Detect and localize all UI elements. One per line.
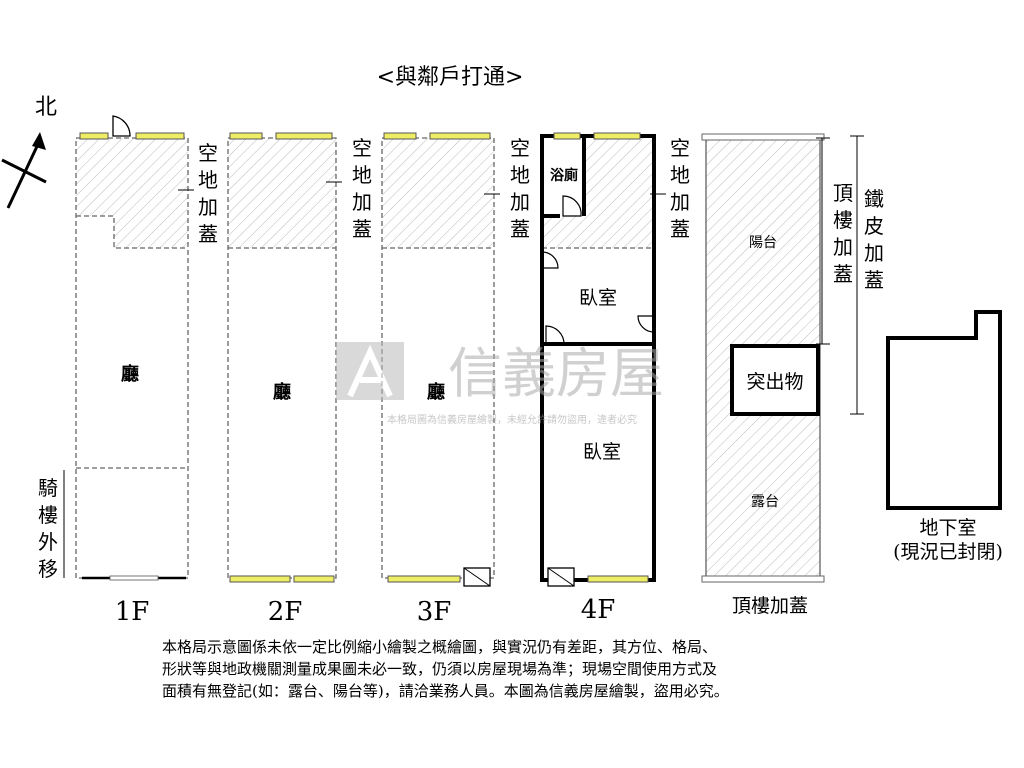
svg-text:加: 加 bbox=[198, 195, 218, 219]
3f-hall-label: 廳 bbox=[427, 381, 445, 403]
watermark-brand: 信義房屋 bbox=[448, 342, 664, 405]
roof-label: 頂樓加蓋 bbox=[732, 595, 808, 617]
svg-text:蓋: 蓋 bbox=[864, 268, 884, 292]
svg-text:騎: 騎 bbox=[38, 476, 58, 500]
svg-text:蓋: 蓋 bbox=[198, 222, 218, 246]
svg-text:空: 空 bbox=[510, 136, 530, 160]
disclaimer-line: 形狀等與地政機關測量成果圖未必一致，仍須以房屋現場為準；現場空間使用方式及 bbox=[162, 660, 718, 678]
floor-4f: 浴廁 臥室 臥室 空 地 加 蓋 4F bbox=[540, 132, 690, 625]
2f-label: 2F bbox=[268, 597, 303, 627]
svg-text:地: 地 bbox=[510, 163, 530, 187]
disclaimer-line: 面積有無登記(如：露台、陽台等)，請洽業務人員。本圖為信義房屋繪製，盜用必究。 bbox=[162, 682, 729, 700]
svg-text:頂: 頂 bbox=[833, 181, 853, 205]
north-arrow-icon: 北 bbox=[1, 95, 57, 209]
diagram-title: <與鄰戶打通> bbox=[377, 65, 524, 90]
1f-hall-label: 廳 bbox=[121, 363, 139, 385]
svg-text:樓: 樓 bbox=[833, 208, 853, 232]
floor-3f: 廳 空 地 加 蓋 3F bbox=[381, 132, 530, 627]
svg-text:空: 空 bbox=[198, 141, 218, 165]
svg-text:地: 地 bbox=[352, 163, 372, 187]
roof-protrusion-box bbox=[730, 344, 820, 416]
1f-extension-hatch bbox=[76, 138, 188, 248]
roof-terrace-label: 露台 bbox=[751, 494, 779, 510]
4f-door-icon bbox=[541, 251, 559, 269]
3f-stair-icon bbox=[463, 567, 491, 587]
svg-text:蓋: 蓋 bbox=[833, 262, 853, 286]
4f-label: 4F bbox=[581, 595, 616, 625]
svg-text:皮: 皮 bbox=[864, 214, 884, 238]
watermark-notice: 本格局圖為信義房屋繪製，未經允許請勿盜用，違者必究 bbox=[387, 413, 637, 426]
watermark: 信義房屋 本格局圖為信義房屋繪製，未經允許請勿盜用，違者必究 bbox=[336, 342, 664, 426]
svg-text:樓: 樓 bbox=[38, 503, 58, 527]
svg-text:加: 加 bbox=[670, 190, 690, 214]
4f-bedroom1-label: 臥室 bbox=[579, 287, 617, 309]
basement-label: 地下室 bbox=[919, 517, 976, 539]
4f-stair-icon bbox=[547, 567, 575, 587]
svg-text:蓋: 蓋 bbox=[352, 217, 372, 241]
svg-text:地: 地 bbox=[670, 163, 690, 187]
2f-extension-hatch bbox=[228, 138, 336, 248]
3f-label: 3F bbox=[417, 597, 452, 627]
svg-text:外: 外 bbox=[38, 530, 58, 554]
svg-text:地: 地 bbox=[198, 168, 218, 192]
disclaimer-line: 本格局示意圖係未依一定比例縮小繪製之概繪圖，與實況仍有差距，其方位、格局、 bbox=[162, 638, 718, 656]
svg-text:加: 加 bbox=[864, 241, 884, 265]
svg-text:移: 移 bbox=[38, 557, 58, 581]
floor-basement: 地下室 (現況已封閉) bbox=[886, 310, 1003, 563]
floor-roof: 突出物 陽台 露台 頂 樓 加 蓋 鐵 皮 加 蓋 頂樓加蓋 bbox=[701, 133, 884, 617]
basement-status: (現況已封閉) bbox=[893, 541, 1003, 563]
1f-label: 1F bbox=[115, 597, 150, 627]
floor-1f: 廳 空 地 加 蓋 騎 樓 外 移 1F bbox=[38, 115, 218, 627]
1f-door-icon bbox=[112, 115, 131, 137]
svg-text:加: 加 bbox=[352, 190, 372, 214]
svg-text:鐵: 鐵 bbox=[864, 187, 884, 211]
svg-text:蓋: 蓋 bbox=[510, 217, 530, 241]
svg-text:蓋: 蓋 bbox=[670, 217, 690, 241]
roof-protrusion-label: 突出物 bbox=[746, 371, 803, 393]
svg-text:加: 加 bbox=[833, 235, 853, 259]
2f-hall-label: 廳 bbox=[273, 381, 291, 403]
4f-bedroom2-label: 臥室 bbox=[583, 441, 621, 463]
svg-text:加: 加 bbox=[510, 190, 530, 214]
3f-extension-hatch bbox=[382, 138, 494, 248]
roof-balcony-label: 陽台 bbox=[749, 235, 777, 251]
north-label: 北 bbox=[35, 95, 57, 120]
disclaimer-note: 本格局示意圖係未依一定比例縮小繪製之概繪圖，與實況仍有差距，其方位、格局、 形狀… bbox=[162, 636, 882, 702]
4f-bath-door-icon bbox=[562, 195, 582, 217]
floor-2f: 廳 空 地 加 蓋 2F bbox=[227, 132, 372, 627]
4f-bath-label: 浴廁 bbox=[550, 167, 578, 184]
svg-text:空: 空 bbox=[352, 136, 372, 160]
svg-text:空: 空 bbox=[670, 136, 690, 160]
basement-outline bbox=[886, 310, 1002, 510]
